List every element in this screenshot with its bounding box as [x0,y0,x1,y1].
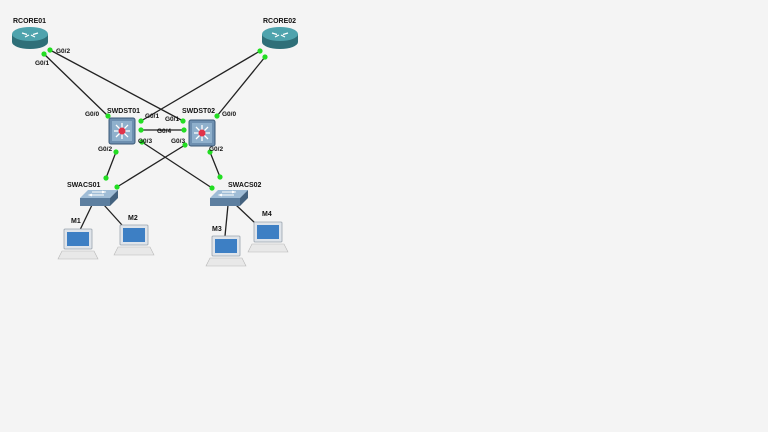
port-dots [41,47,268,191]
link-swdst01-swacs02[interactable] [141,141,213,189]
switch-icon [80,190,118,206]
port-status-dot [257,48,263,54]
node-label: M2 [128,215,138,222]
link-swacs01-m1[interactable] [78,204,93,233]
multilayer-switch-icon [108,117,136,145]
laptop-icon [113,224,155,256]
link-swdst02-swacs02[interactable] [209,151,221,178]
links [43,49,266,237]
port-status-dot [209,185,215,191]
port-label: G0/1 [145,113,159,120]
node-swacs02[interactable]: SWACS02 [210,182,262,206]
port-label: G0/2 [56,48,70,55]
port-label: G0/0 [85,111,99,118]
port-status-dot [262,54,268,60]
port-status-dot [47,47,53,53]
node-m3[interactable]: M3 [205,226,247,267]
node-rcore01[interactable]: RCORE01 [12,18,48,49]
port-status-dot [114,184,120,190]
port-status-dot [217,174,223,180]
port-status-dot [214,113,220,119]
node-label: RCORE02 [263,18,296,25]
port-status-dot [180,118,186,124]
port-label: G0/1 [165,116,179,123]
node-label: M4 [262,211,272,218]
node-m1[interactable]: M1 [57,218,99,260]
switch-icon [210,190,248,206]
port-label: G0/0 [222,111,236,118]
port-label: G0/4 [157,128,171,135]
node-swdst02[interactable]: SWDST02 [182,108,216,147]
router-icon [262,27,298,49]
port-status-dot [103,175,109,181]
node-label: M1 [71,218,81,225]
node-label: M3 [212,226,222,233]
link-swacs02-m3[interactable] [224,204,229,237]
node-label: SWDST01 [107,108,140,115]
link-swdst02-swacs01[interactable] [116,144,186,188]
node-swdst01[interactable]: SWDST01 [107,108,140,145]
node-label: SWACS01 [67,182,101,189]
laptop-icon [205,235,247,267]
port-status-dot [139,139,145,145]
node-m2[interactable]: M2 [113,215,155,256]
port-status-dot [138,118,144,124]
port-label: G0/3 [138,138,152,145]
node-label: SWACS02 [228,182,262,189]
port-status-dot [138,127,144,133]
node-label: SWDST02 [182,108,215,115]
port-status-dot [207,149,213,155]
port-label: G0/1 [35,60,49,67]
port-label: G0/2 [98,146,112,153]
link-rcore02-swdst01[interactable] [140,50,261,122]
node-label: RCORE01 [13,18,46,25]
node-swacs01[interactable]: SWACS01 [67,182,118,206]
laptop-icon [57,228,99,260]
port-status-dot [41,51,47,57]
router-icon [12,27,48,49]
laptop-icon [247,221,289,253]
node-m4[interactable]: M4 [247,211,289,253]
port-status-dot [181,127,187,133]
link-swacs02-m4[interactable] [235,204,256,224]
link-rcore02-swdst02[interactable] [216,56,266,117]
link-swdst01-swacs01[interactable] [105,151,117,179]
port-status-dot [113,149,119,155]
multilayer-switch-icon [188,119,216,147]
link-swacs01-m2[interactable] [103,204,123,226]
port-label: G0/2 [209,146,223,153]
link-rcore01-swdst01[interactable] [43,53,109,117]
port-labels: G0/2 G0/1 G0/0 G0/1 G0/1 G0/0 G0/4 G0/2 … [35,48,236,153]
port-status-dot [105,113,111,119]
port-label: G0/3 [171,138,185,145]
port-status-dot [182,142,188,148]
node-rcore02[interactable]: RCORE02 [262,18,298,49]
